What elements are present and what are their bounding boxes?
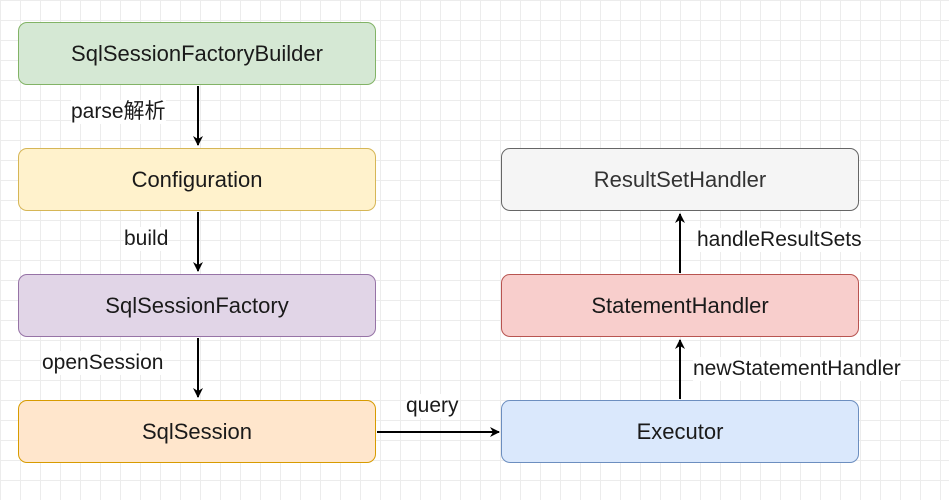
edge-label-parse: parse解析 — [71, 100, 166, 124]
edge-label-open-session: openSession — [42, 351, 164, 375]
node-label: SqlSessionFactory — [105, 292, 289, 318]
node-sqlsession[interactable]: SqlSession — [18, 400, 376, 463]
node-label: StatementHandler — [591, 292, 769, 318]
edge-label-build: build — [124, 227, 169, 251]
node-label: Configuration — [131, 166, 263, 192]
node-label: SqlSession — [141, 418, 253, 444]
node-label: ResultSetHandler — [593, 166, 767, 192]
node-executor[interactable]: Executor — [501, 400, 859, 463]
node-resultsethandler[interactable]: ResultSetHandler — [501, 148, 859, 211]
node-sqlsessionfactorybuilder[interactable]: SqlSessionFactoryBuilder — [18, 22, 376, 85]
edge-label-handle-result-sets: handleResultSets — [697, 228, 862, 252]
node-label: SqlSessionFactoryBuilder — [71, 40, 323, 66]
edge-label-new-statement-handler: newStatementHandler — [693, 357, 901, 381]
edge-label-query: query — [406, 394, 459, 418]
node-statementhandler[interactable]: StatementHandler — [501, 274, 859, 337]
node-configuration[interactable]: Configuration — [18, 148, 376, 211]
node-sqlsessionfactory[interactable]: SqlSessionFactory — [18, 274, 376, 337]
node-label: Executor — [636, 418, 724, 444]
